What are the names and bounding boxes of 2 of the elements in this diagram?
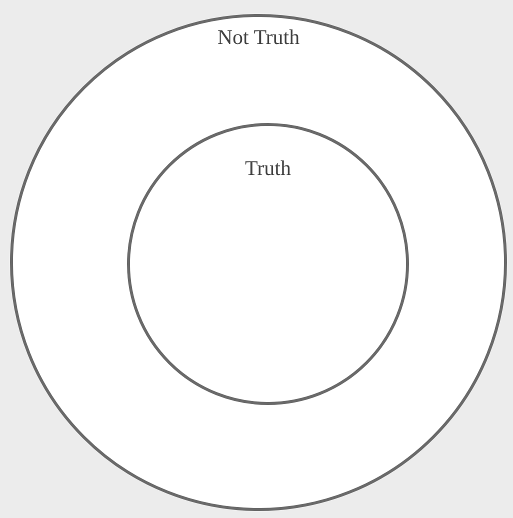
circle-label: Not Truth: [217, 25, 300, 50]
circle-label: Truth: [245, 156, 291, 181]
